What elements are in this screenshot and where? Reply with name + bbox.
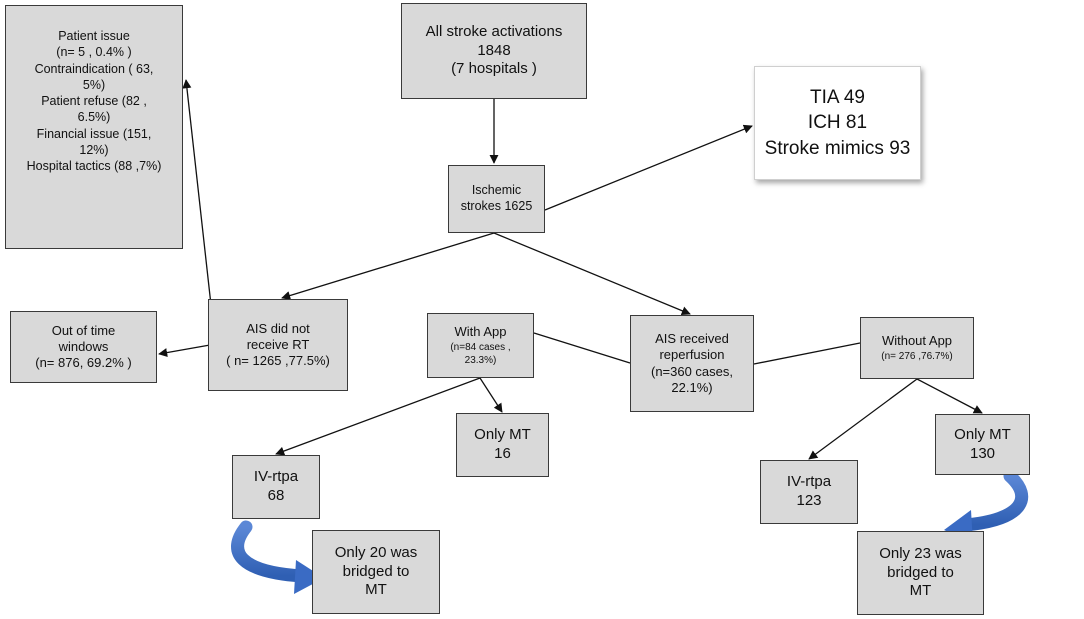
ischemic-strokes-box: Ischemic strokes 1625 [448,165,545,233]
without-app-only-mt-box: Only MT 130 [935,414,1030,475]
received-percent: 22.1%) [671,379,713,395]
with-app-mt-label: Only MT [474,426,531,444]
without-app-bridged-line2: bridged to [887,563,954,581]
ischemic-count: strokes 1625 [460,199,533,213]
with-app-iv-rtpa-box: IV-rtpa 68 [232,455,320,519]
curved-arrow-icon-left [231,520,324,594]
all-activations-hospitals: (7 hospitals ) [451,60,537,78]
all-activations-count: 1848 [477,41,511,59]
excluded-ich: ICH 81 [807,112,868,134]
without-app-iv-label: IV-rtpa [786,473,832,491]
ischemic-label: Ischemic [471,183,522,198]
without-app-count: (n= 276 ,76.7%) [881,350,953,362]
all-activations-title: All stroke activations [425,22,563,40]
without-app-bridged-box: Only 23 was bridged to MT [857,531,984,615]
line-received-to-without-app [753,342,861,365]
with-app-bridged-line1: Only 20 was [334,543,418,561]
with-app-only-mt-box: Only MT 16 [456,413,549,477]
line-received-to-with-app [533,332,631,364]
arrow-without-app-to-mt [916,378,983,414]
out-of-time-line2: windows [58,338,109,354]
arrow-without-app-to-iv [808,378,918,460]
reason-line: Patient refuse (82 , [41,94,147,108]
with-app-count: (n=84 cases , [450,342,511,354]
reason-line: 6.5%) [77,110,111,125]
without-app-iv-count: 123 [796,492,822,509]
arrow-ischemic-to-excluded [544,124,753,211]
without-app-bridged-line1: Only 23 was [879,544,962,562]
received-line2: reperfusion [659,347,725,363]
received-line1: AIS received [655,331,729,346]
received-reperfusion-box: AIS received reperfusion (n=360 cases, 2… [630,315,754,412]
without-app-title: Without App [881,332,953,348]
without-app-iv-rtpa-box: IV-rtpa 123 [760,460,858,524]
not-received-line2: receive RT [246,336,310,352]
reason-line: Patient issue [58,29,130,43]
excluded-tia: TIA 49 [810,86,865,108]
with-app-bridged-box: Only 20 was bridged to MT [312,530,440,614]
with-app-iv-count: 68 [267,487,285,504]
arrow-ischemic-to-received [493,232,691,316]
reason-line: (n= 5 , 0.4% ) [56,45,132,60]
with-app-bridged-line3: MT [365,581,387,599]
excluded-mimics: Stroke mimics 93 [764,137,911,159]
reason-line: Hospital tactics (88 ,7%) [26,159,162,173]
with-app-iv-label: IV-rtpa [253,468,299,486]
not-received-line1: AIS did not [246,320,310,336]
arrow-with-app-to-iv [275,377,481,456]
excluded-box: TIA 49 ICH 81 Stroke mimics 93 [754,66,921,180]
arrow-not-received-to-out-of-time [158,344,211,358]
with-app-box: With App (n=84 cases , 23.3%) [427,313,534,378]
with-app-mt-count: 16 [494,445,511,462]
without-app-bridged-line3: MT [909,582,932,600]
out-of-time-line1: Out of time [51,322,116,338]
without-app-mt-label: Only MT [954,425,1011,443]
with-app-percent: 23.3%) [464,354,497,366]
without-app-mt-count: 130 [969,444,996,462]
received-count: (n=360 cases, [650,363,734,379]
reason-line: Contraindication ( 63, [34,61,154,76]
with-app-bridged-line2: bridged to [342,562,410,580]
arrow-with-app-to-mt [479,377,503,413]
reason-line: Financial issue (151, [36,126,152,141]
out-of-time-count: (n= 876, 69.2% ) [35,355,132,371]
not-received-box: AIS did not receive RT ( n= 1265 ,77.5%) [208,299,348,391]
reason-line: 5%) [82,77,106,92]
arrow-ischemic-to-not-received [281,232,495,300]
reasons-box: Patient issue (n= 5 , 0.4% ) Contraindic… [5,5,183,249]
reason-line: 12%) [79,142,109,157]
without-app-box: Without App (n= 276 ,76.7%) [860,317,974,379]
all-activations-box: All stroke activations 1848 (7 hospitals… [401,3,587,99]
not-received-count: ( n= 1265 ,77.5%) [226,353,330,369]
out-of-time-box: Out of time windows (n= 876, 69.2% ) [10,311,157,383]
with-app-title: With App [454,323,507,339]
